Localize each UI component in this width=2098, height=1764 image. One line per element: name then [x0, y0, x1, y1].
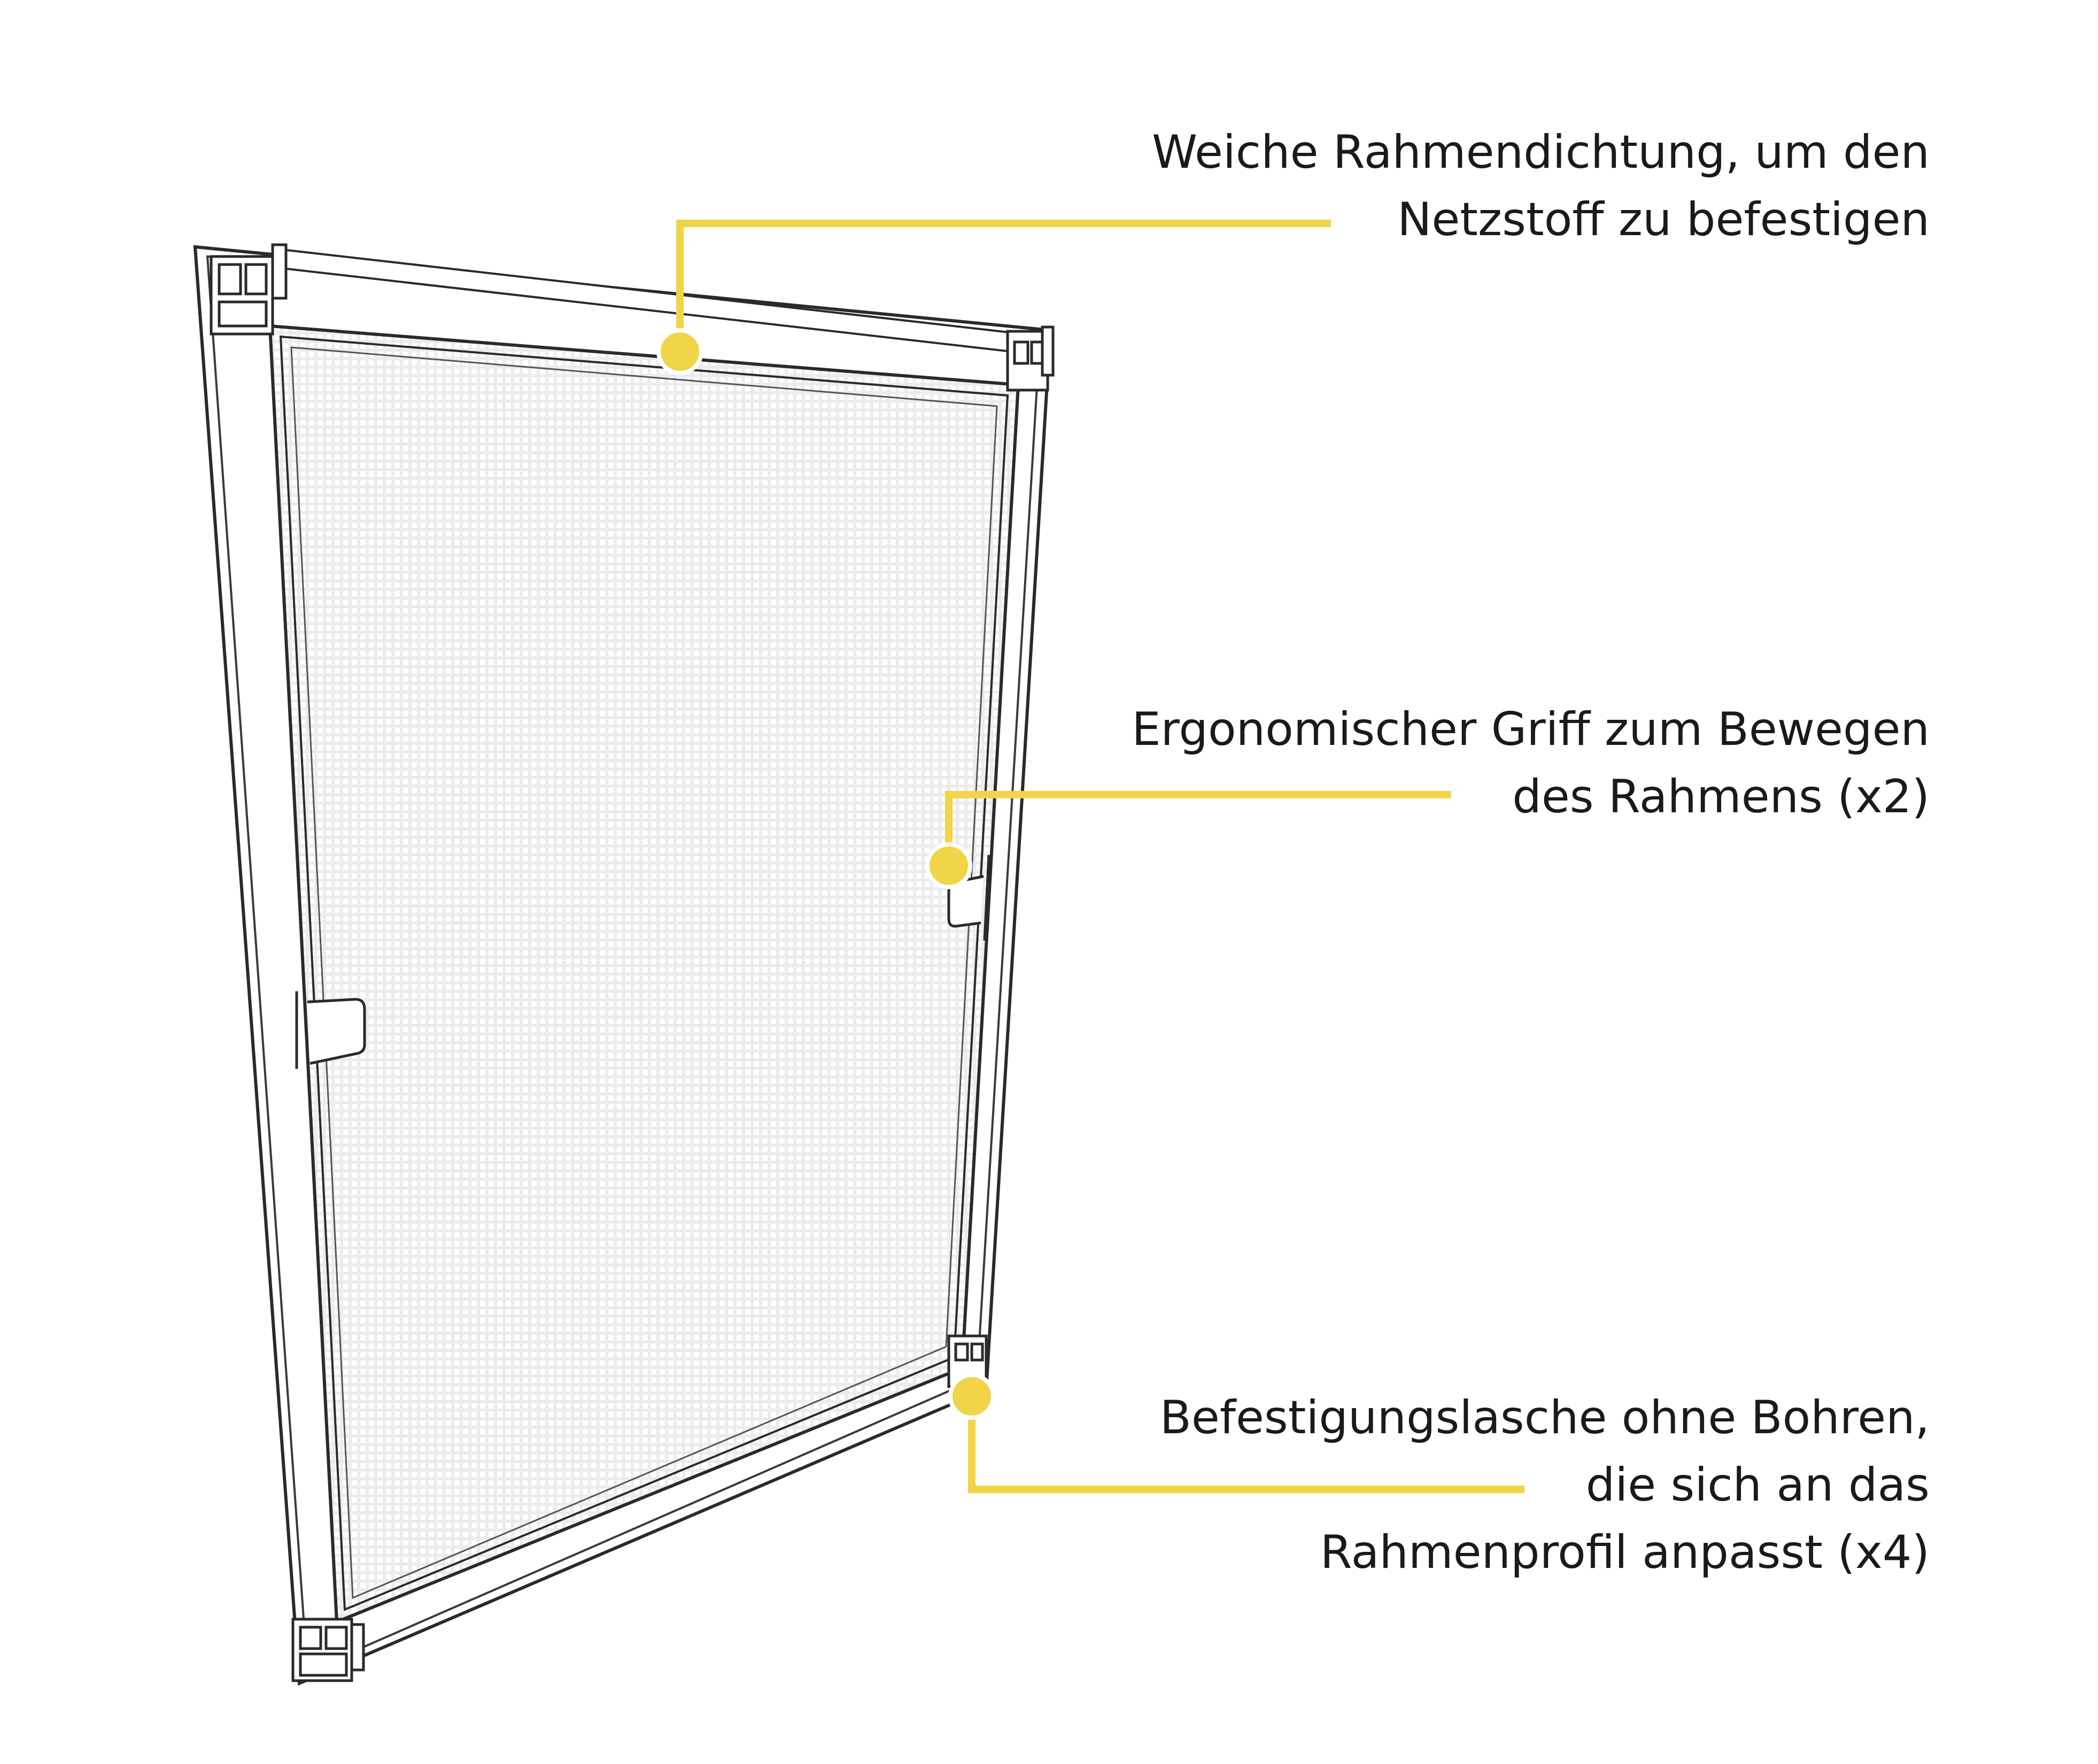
callout-line: Netzstoff zu befestigen	[1397, 193, 1930, 246]
mesh-panel-seal-inner	[290, 346, 998, 1599]
callout-leader-2	[925, 791, 1451, 889]
corner-clip-top-right	[1006, 325, 1055, 392]
callout-line: Weiche Rahmendichtung, um den	[1152, 126, 1930, 179]
callout-line: die sich an das	[1585, 1458, 1930, 1512]
callout-line: Befestigungslasche ohne Bohren,	[1159, 1391, 1930, 1444]
callout-line: Rahmenprofil anpasst (x4)	[1320, 1526, 1930, 1579]
callout-dot-3	[948, 1373, 995, 1420]
mesh-panel	[268, 324, 1020, 1625]
handle-right	[947, 854, 990, 941]
callout-text-handle: Ergonomischer Griff zum Bewegen des Rahm…	[1132, 696, 1930, 830]
callout-text-mounting-tab: Befestigungslasche ohne Bohren, die sich…	[1160, 1384, 1930, 1586]
corner-clip-bottom-left	[291, 1618, 365, 1682]
handle-left	[295, 991, 366, 1069]
callout-text-frame-seal: Weiche Rahmendichtung, um den Netzstoff …	[1152, 119, 1930, 253]
callout-dot-1	[656, 328, 703, 375]
callout-line: des Rahmens (x2)	[1512, 770, 1930, 823]
callout-leader-1	[656, 220, 1331, 375]
callout-leader-3	[948, 1373, 1524, 1493]
corner-clip-top-left	[210, 243, 288, 336]
callout-dot-2	[925, 842, 972, 889]
callout-line: Ergonomischer Griff zum Bewegen	[1132, 703, 1930, 756]
